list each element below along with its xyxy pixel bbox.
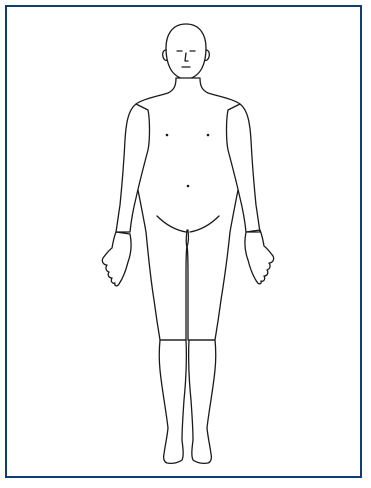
left-hand — [245, 230, 274, 284]
right-hand — [102, 232, 131, 286]
left-lower-leg — [189, 340, 216, 463]
right-lower-leg — [159, 340, 186, 463]
head — [163, 24, 210, 79]
